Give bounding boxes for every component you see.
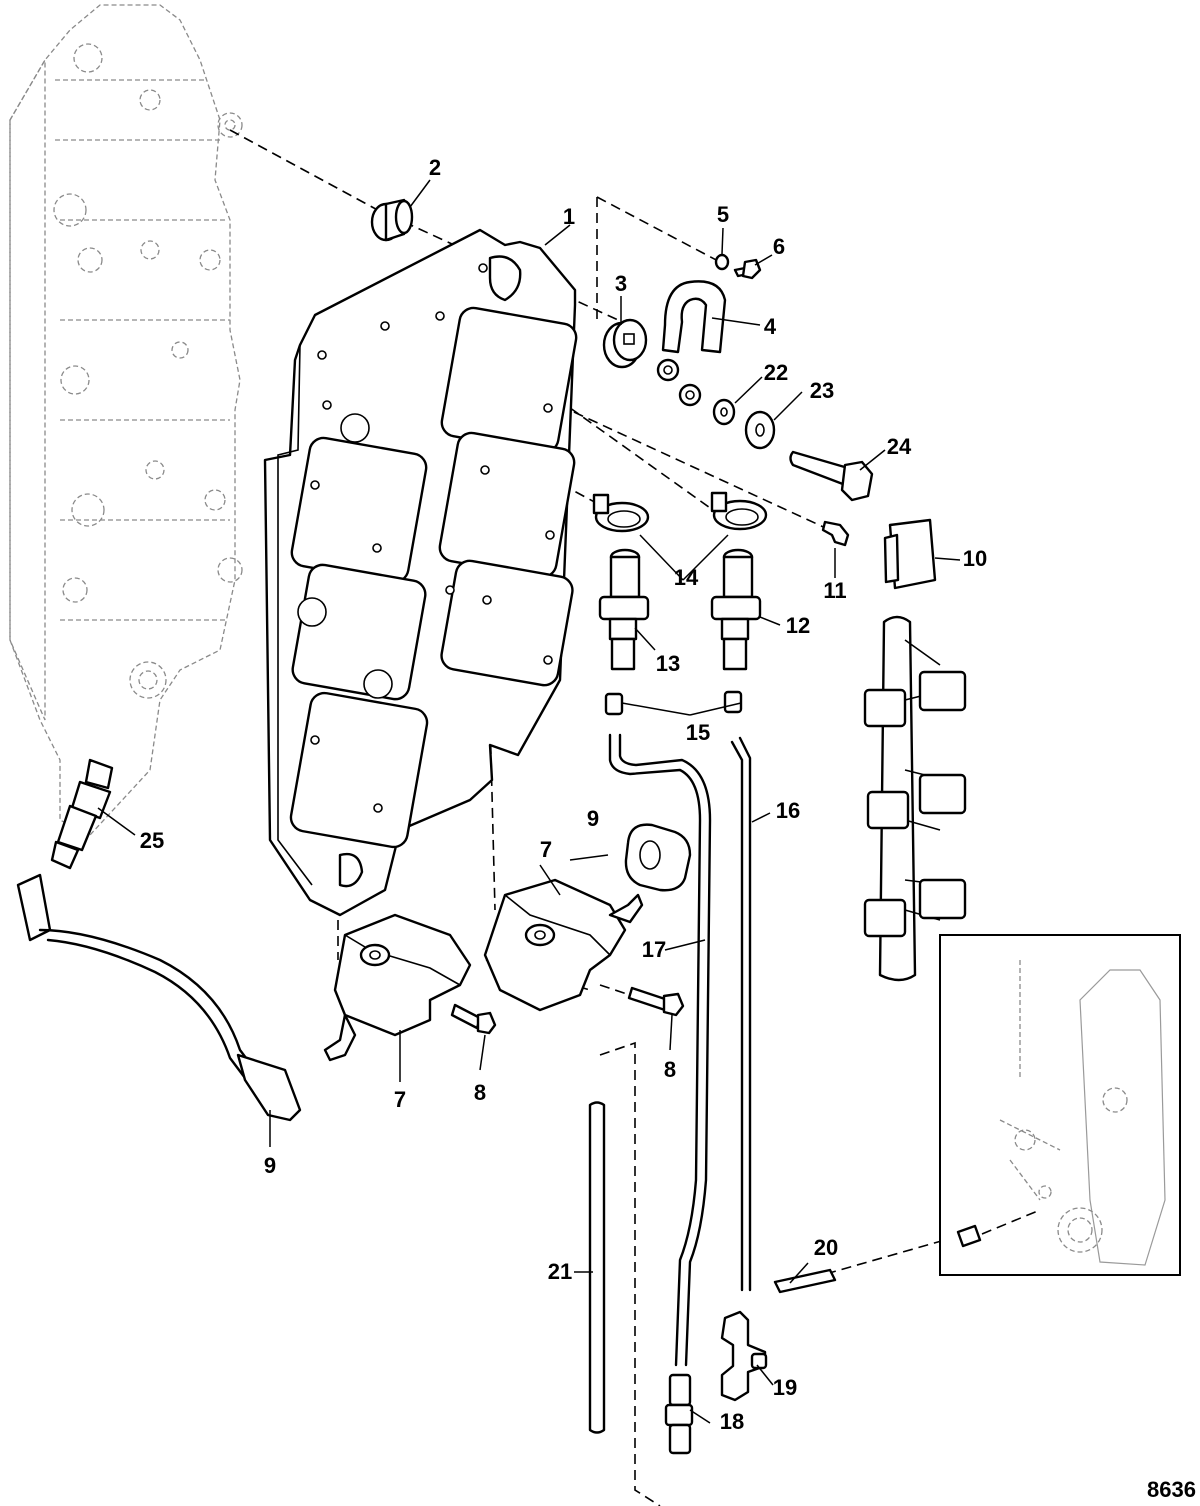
callout-13: 13	[656, 651, 680, 676]
callout-17: 17	[642, 937, 666, 962]
callout-3: 3	[615, 271, 627, 296]
callout-24: 24	[887, 434, 912, 459]
figure-number: 8636	[1147, 1477, 1196, 1502]
inset-detail	[939, 934, 1181, 1276]
callout-23: 23	[810, 378, 834, 403]
callout-15: 15	[686, 720, 710, 745]
callout-25: 25	[140, 828, 164, 853]
tube-21	[588, 1101, 606, 1434]
screw-6	[733, 258, 762, 280]
washer-22	[712, 398, 736, 426]
callout-20: 20	[814, 1235, 838, 1260]
sensor-12	[710, 548, 762, 671]
callout-10: 10	[963, 546, 987, 571]
hose-clamp-14b	[710, 491, 768, 531]
coupler-18	[664, 1373, 694, 1455]
wiring-harness-10	[863, 518, 967, 982]
callout-2: 2	[429, 155, 441, 180]
callout-18: 18	[720, 1409, 744, 1434]
ground-strap-4	[656, 280, 727, 407]
engine-block-ghost	[9, 4, 243, 836]
callout-16: 16	[776, 798, 800, 823]
leader-lines	[97, 179, 961, 1424]
callout-6: 6	[773, 234, 785, 259]
callout-5: 5	[717, 202, 729, 227]
callout-4: 4	[764, 314, 777, 339]
tee-fitting-19	[720, 1310, 768, 1402]
callout-21: 21	[548, 1259, 572, 1284]
bolt-24	[789, 450, 874, 502]
bolt-8a	[450, 1003, 497, 1035]
callout-14: 14	[674, 565, 699, 590]
tube-20	[773, 1268, 837, 1294]
callout-8a: 8	[474, 1080, 486, 1105]
ignition-coil-7a	[323, 913, 472, 1062]
callout-9a: 9	[587, 806, 599, 831]
grommet-3	[602, 318, 648, 369]
callout-8b: 8	[664, 1057, 676, 1082]
callout-19: 19	[773, 1375, 797, 1400]
callout-labels: 1 2 3 4 5 6 7 7 8 8 9 9 10 11 12 13 14 1…	[140, 155, 987, 1434]
callout-11: 11	[823, 578, 846, 603]
tube-16	[730, 736, 752, 1292]
fitting-15a	[604, 692, 624, 716]
mounting-plate	[263, 228, 578, 917]
washer-23	[744, 410, 776, 450]
callout-22: 22	[764, 360, 788, 385]
bolt-8b	[627, 986, 685, 1017]
ignition-coil-7b	[483, 878, 644, 1012]
callout-7a: 7	[540, 837, 552, 862]
hose-clamp-14a	[592, 493, 650, 533]
bushing-2	[370, 198, 414, 242]
callout-12: 12	[786, 613, 810, 638]
callout-1: 1	[563, 204, 575, 229]
clip-11	[821, 520, 850, 547]
callout-7b: 7	[394, 1087, 406, 1112]
sensor-13	[598, 548, 650, 671]
spark-plug-25	[50, 758, 114, 870]
washer-5	[714, 253, 730, 271]
boot-9a	[624, 823, 692, 892]
plug-wire-9b	[16, 873, 302, 1122]
tube-17	[608, 733, 712, 1367]
fitting-15b	[723, 690, 743, 714]
callout-9b: 9	[264, 1153, 276, 1178]
